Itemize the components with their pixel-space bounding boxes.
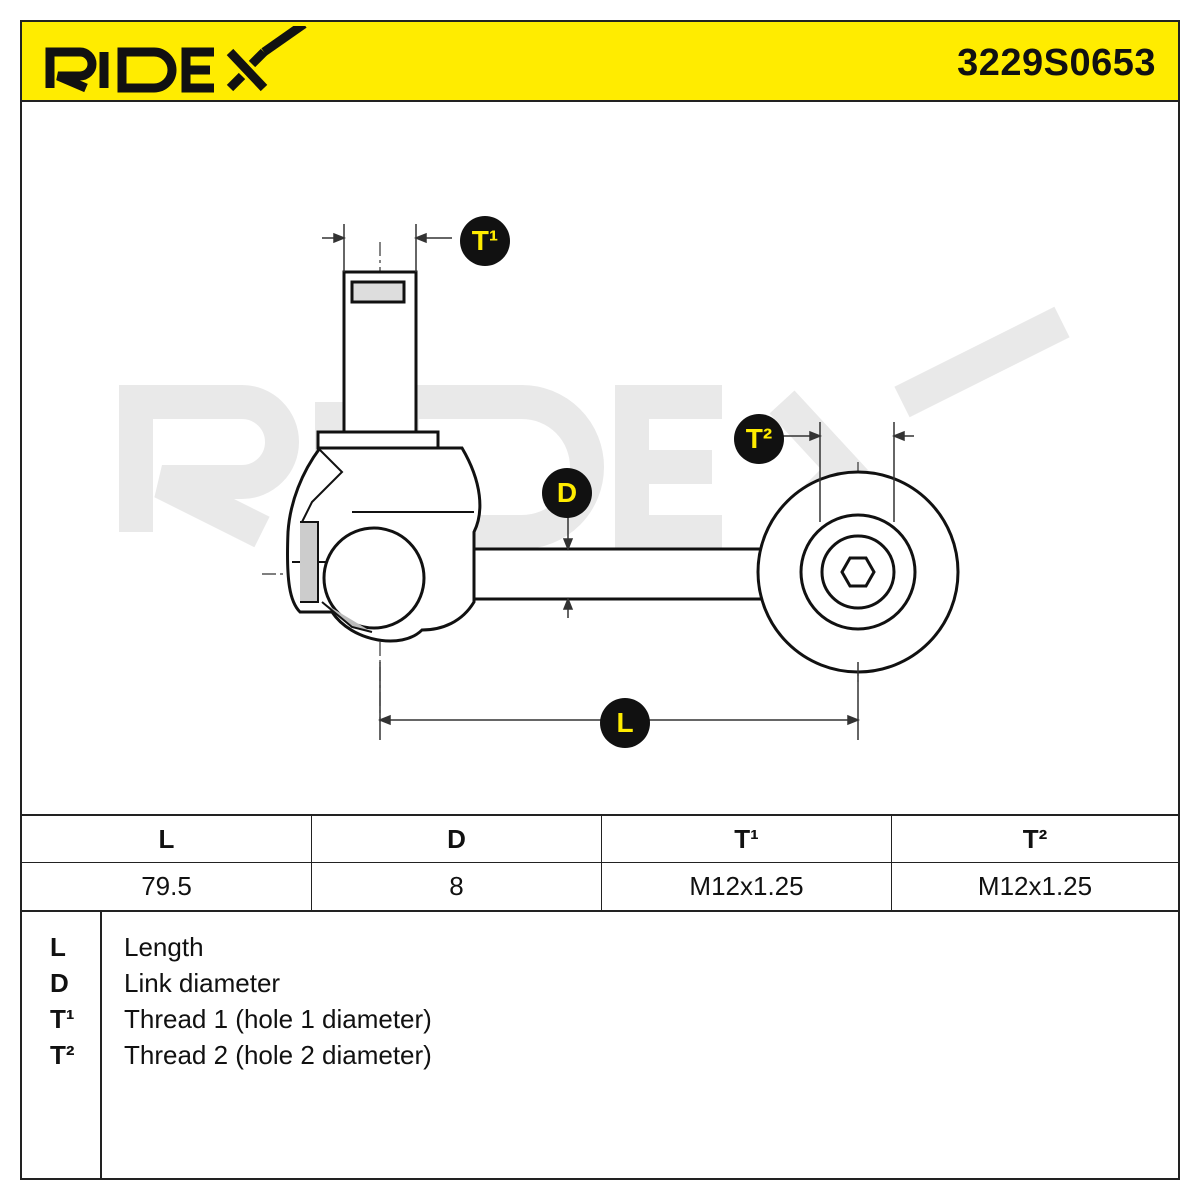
ball-stud	[316, 270, 440, 450]
brand-logo	[45, 26, 307, 93]
spec-header-d: D	[312, 816, 602, 863]
legend: L Length D Link diameter T¹ Thread 1 (ho…	[22, 912, 1178, 1178]
legend-text: Thread 1 (hole 1 diameter)	[124, 1004, 432, 1034]
legend-key: T¹	[50, 1004, 75, 1034]
technical-drawing: T¹ T² D L	[22, 102, 1178, 814]
legend-divider	[100, 912, 102, 1178]
legend-item: T² Thread 2 (hole 2 diameter)	[22, 1040, 1178, 1076]
eye-end	[756, 470, 960, 674]
legend-key: D	[50, 968, 69, 998]
legend-text: Link diameter	[124, 968, 281, 998]
callout-t1: T¹	[460, 216, 510, 266]
legend-item: L Length	[22, 932, 1178, 968]
legend-text: Length	[124, 932, 204, 962]
spec-header-l: L	[22, 816, 312, 863]
legend-key: L	[50, 932, 66, 962]
callout-t2: T²	[734, 414, 784, 464]
spec-table: L D T¹ T² 79.5 8 M12x1.25 M12x1.25	[22, 814, 1178, 912]
callout-l: L	[600, 698, 650, 748]
header-bar: 3229S0653	[22, 22, 1178, 102]
legend-item: T¹ Thread 1 (hole 1 diameter)	[22, 1004, 1178, 1040]
spec-value-t2: M12x1.25	[977, 871, 1093, 901]
spec-value-t1: M12x1.25	[602, 863, 892, 910]
legend-key: T²	[50, 1040, 75, 1070]
link-bar	[472, 547, 764, 601]
callout-d: D	[542, 468, 592, 518]
joint-housing	[286, 446, 482, 643]
spec-header-t2: T²	[892, 816, 1178, 863]
part-number: 3229S0653	[957, 42, 1156, 84]
spec-header-t1: T¹	[602, 816, 892, 863]
product-sheet: 3229S0653	[20, 20, 1180, 1180]
legend-item: D Link diameter	[22, 968, 1178, 1004]
legend-text: Thread 2 (hole 2 diameter)	[124, 1040, 432, 1070]
spec-value-l: 79.5	[22, 863, 312, 910]
spec-value-d: 8	[312, 863, 602, 910]
